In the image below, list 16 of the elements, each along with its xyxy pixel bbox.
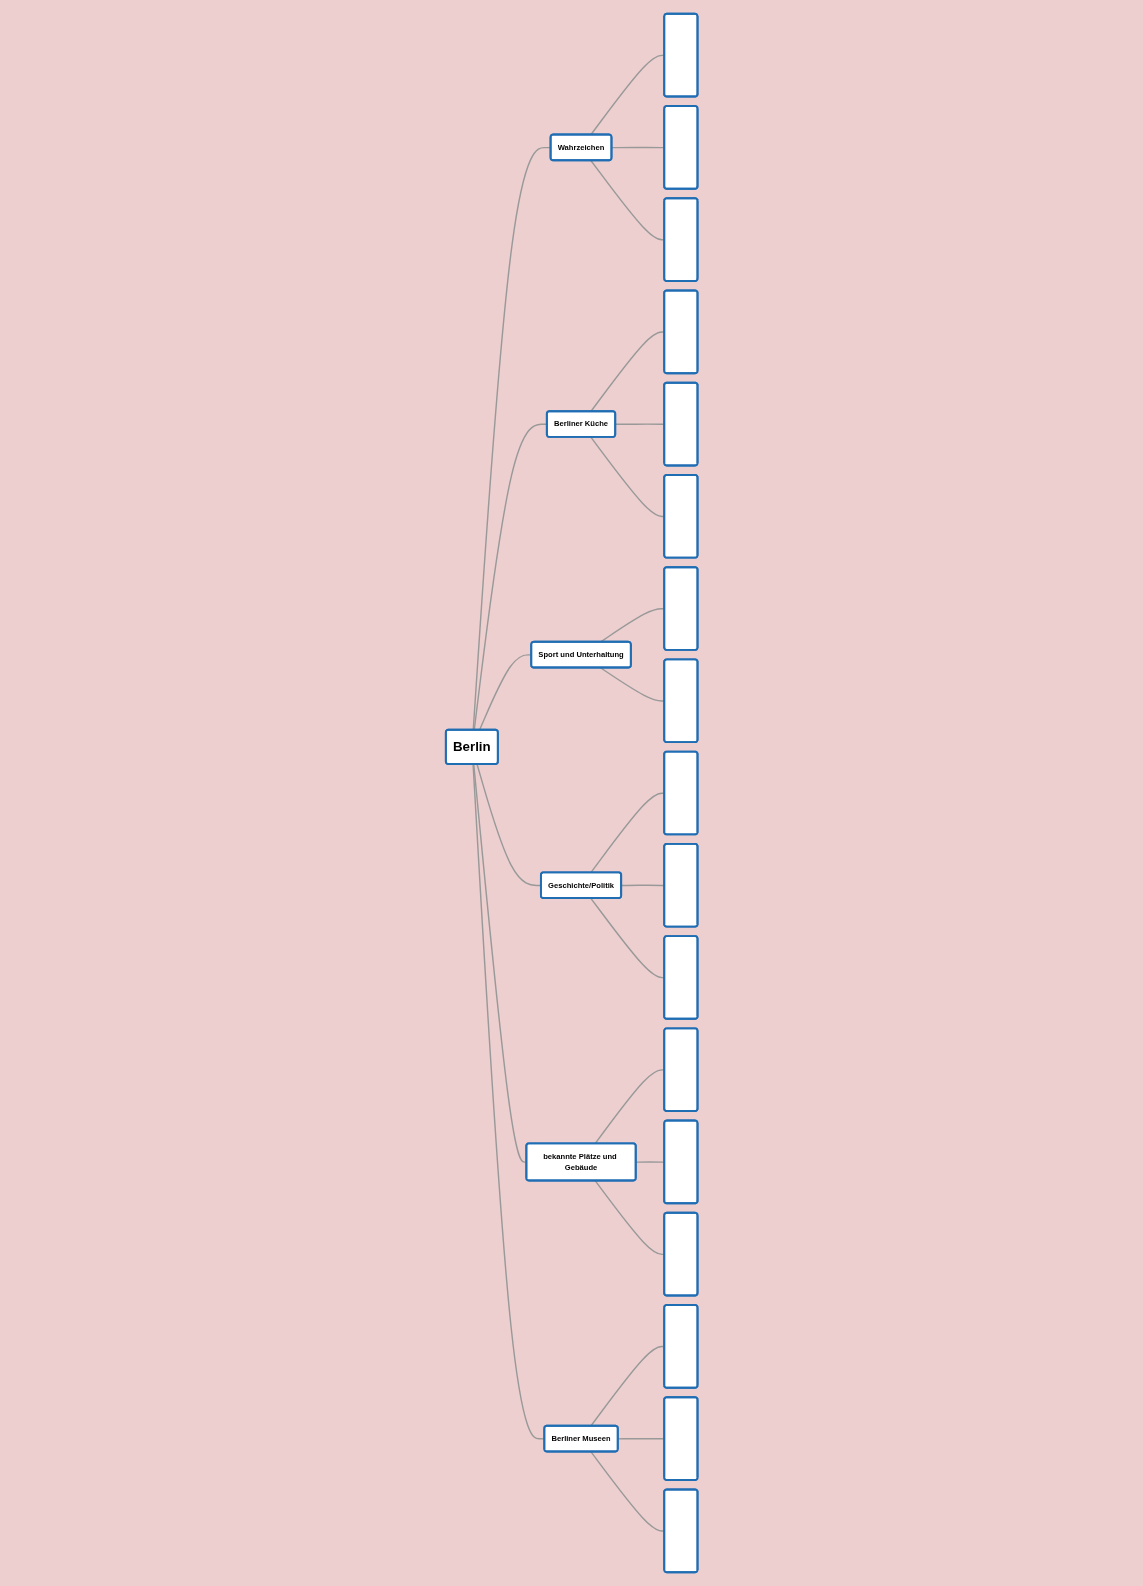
connector xyxy=(589,54,665,136)
connector xyxy=(589,1450,665,1532)
connector xyxy=(617,1437,665,1440)
connector xyxy=(589,792,665,874)
connector xyxy=(599,608,665,643)
connector xyxy=(635,1161,665,1163)
connector xyxy=(599,667,665,702)
connector xyxy=(589,159,665,241)
connector xyxy=(589,331,665,413)
connector xyxy=(589,436,665,518)
connector xyxy=(478,654,532,731)
connector xyxy=(594,1069,665,1145)
connector xyxy=(594,1180,665,1256)
connector xyxy=(589,1345,665,1427)
connector xyxy=(620,884,665,887)
connector xyxy=(589,897,665,979)
